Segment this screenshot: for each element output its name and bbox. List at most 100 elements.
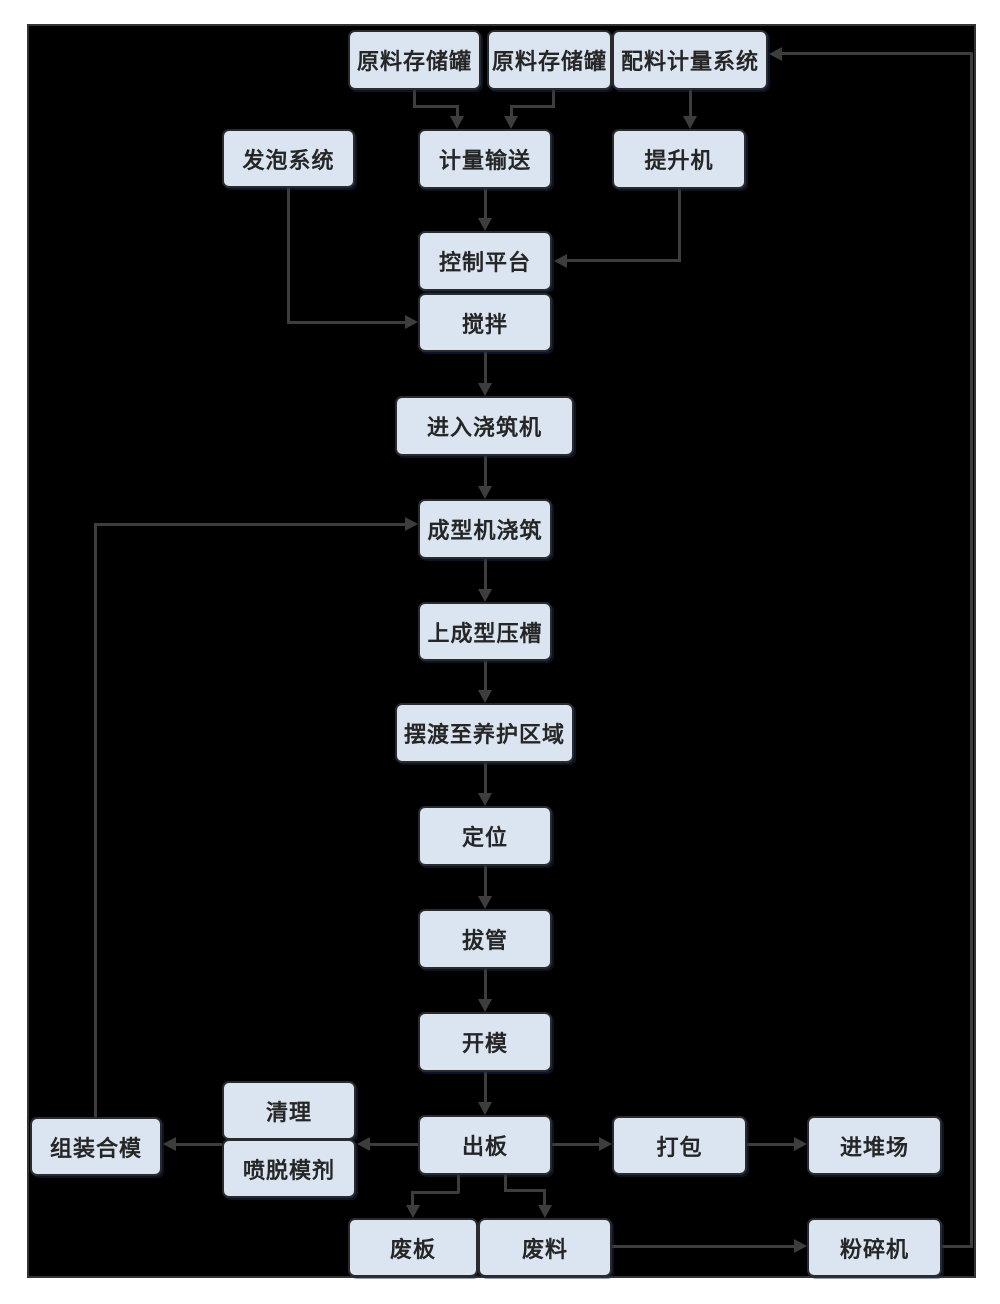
node-foaming-system: 发泡系统 [222,129,355,188]
node-label: 组装合模 [49,1135,142,1161]
node-forming-pouring: 成型机浇筑 [418,499,552,559]
node-release-agent: 喷脱模剂 [222,1139,356,1198]
line-segment [484,352,487,383]
line-segment [411,1191,414,1205]
arrowhead-icon [478,999,492,1012]
line-segment [94,523,405,526]
line-segment [484,661,487,690]
node-waste-material: 废料 [478,1218,612,1277]
node-label: 发泡系统 [242,147,335,173]
node-label: 进堆场 [839,1134,909,1160]
node-label: 提升机 [644,148,714,173]
line-segment [484,969,487,999]
line-segment [504,1189,546,1192]
line-segment [457,1175,460,1193]
arrowhead-icon [478,793,492,806]
line-segment [970,52,973,1248]
arrowhead-icon [405,315,418,329]
arrowhead-icon [769,47,782,61]
node-mixing: 搅拌 [418,293,552,352]
line-segment [552,90,555,107]
line-segment [510,105,555,108]
node-positioning: 定位 [418,806,552,866]
line-segment [942,1245,973,1248]
line-segment [413,105,459,108]
node-enter-pouring: 进入浇筑机 [395,396,574,456]
line-segment [504,1175,507,1191]
line-segment [510,105,513,116]
line-segment [552,1143,599,1146]
node-metering-convey: 计量输送 [418,129,552,189]
arrowhead-icon [163,1137,176,1151]
node-label: 搅拌 [461,311,508,337]
node-label: 原料存储罐 [356,49,472,74]
line-segment [484,866,487,896]
node-raw-tank-2: 原料存储罐 [487,30,612,90]
node-label: 计量输送 [438,148,531,173]
arrowhead-icon [357,1137,370,1151]
node-label: 控制平台 [438,250,531,275]
node-label: 出板 [461,1134,508,1159]
arrowhead-icon [599,1137,612,1151]
node-label: 原料存储罐 [491,49,607,74]
arrowhead-icon [478,896,492,909]
line-segment [567,259,679,262]
node-label: 进入浇筑机 [426,415,542,440]
node-waste-board: 废板 [348,1218,478,1277]
node-label: 废料 [521,1236,568,1262]
line-segment [484,1072,487,1102]
line-segment [484,559,487,589]
line-segment [287,321,405,324]
node-label: 废板 [389,1236,436,1262]
node-assemble-mold: 组装合模 [30,1117,162,1176]
arrowhead-icon [794,1137,807,1151]
node-control-platform: 控制平台 [418,231,552,291]
arrowhead-icon [478,383,492,396]
line-segment [94,523,97,1117]
node-mold-opening: 开模 [418,1012,552,1072]
arrowhead-icon [405,517,418,531]
arrowhead-icon [478,218,492,231]
arrowhead-icon [478,486,492,499]
arrowhead-icon [504,116,518,129]
node-label: 打包 [656,1134,703,1160]
arrowhead-icon [794,1239,807,1253]
node-label: 清理 [265,1099,312,1125]
line-segment [543,1189,546,1205]
node-label: 定位 [461,825,508,850]
node-label: 拔管 [461,928,508,953]
node-label: 成型机浇筑 [427,518,543,543]
arrowhead-icon [478,589,492,602]
node-raw-tank-1: 原料存储罐 [348,30,481,90]
line-segment [411,1191,459,1194]
line-segment [484,456,487,486]
node-cleaning: 清理 [222,1081,356,1140]
node-label: 配料计量系统 [620,49,759,74]
arrowhead-icon [538,1205,552,1218]
node-label: 摆渡至养护区域 [403,722,565,747]
line-segment [782,52,972,55]
arrowhead-icon [450,116,464,129]
node-board-out: 出板 [418,1115,552,1175]
arrowhead-icon [406,1205,420,1218]
line-segment [678,189,681,262]
line-segment [456,105,459,116]
node-crusher: 粉碎机 [807,1218,942,1277]
node-press-groove: 上成型压槽 [418,602,552,661]
line-segment [484,189,487,219]
node-label: 喷脱模剂 [242,1157,335,1183]
line-segment [747,1143,794,1146]
node-label: 粉碎机 [839,1236,909,1262]
node-ferry-curing: 摆渡至养护区域 [395,703,574,763]
line-segment [287,188,290,323]
line-segment [484,763,487,793]
node-label: 上成型压槽 [427,620,543,646]
node-batching-system: 配料计量系统 [612,30,768,90]
arrowhead-icon [478,1102,492,1115]
node-tube-pulling: 拔管 [418,909,552,969]
line-segment [689,90,692,117]
line-segment [612,1245,794,1248]
arrowhead-icon [554,254,567,268]
line-segment [176,1143,222,1146]
